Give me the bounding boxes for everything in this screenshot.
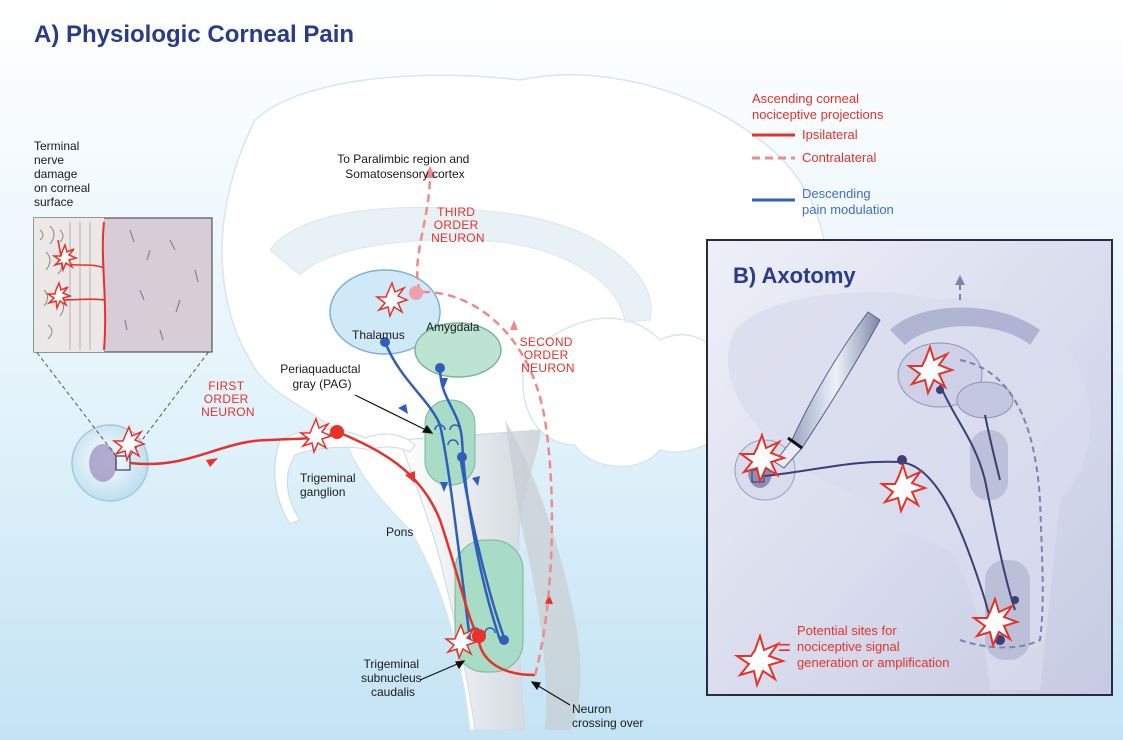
third-order-label: THIRD ORDER NEURON <box>431 205 485 245</box>
legend-contralateral-label: Contralateral <box>802 150 877 165</box>
panel-b-title: B) Axotomy <box>733 263 856 288</box>
pons-label: Pons <box>386 525 413 539</box>
panel-a-title: A) Physiologic Corneal Pain <box>34 21 354 48</box>
second-order-label: SECOND ORDER NEURON <box>520 335 577 375</box>
panel-b <box>707 240 1112 695</box>
to-cortex-label: To Paralimbic region and Somatosensory c… <box>337 152 472 181</box>
amygdala-label: Amygdala <box>426 320 480 334</box>
thalamus-label: Thalamus <box>352 328 405 342</box>
pag-label: Periaquaductal gray (PAG) <box>280 362 363 391</box>
legend-ipsilateral-label: Ipsilateral <box>802 127 858 142</box>
ganglion-cell-body <box>330 425 344 439</box>
thalamic-cell-body <box>409 286 423 300</box>
symbol-equals: = <box>778 635 791 660</box>
first-order-label: FIRST ORDER NEURON <box>201 379 255 419</box>
corneal-surface-inset <box>34 218 212 352</box>
